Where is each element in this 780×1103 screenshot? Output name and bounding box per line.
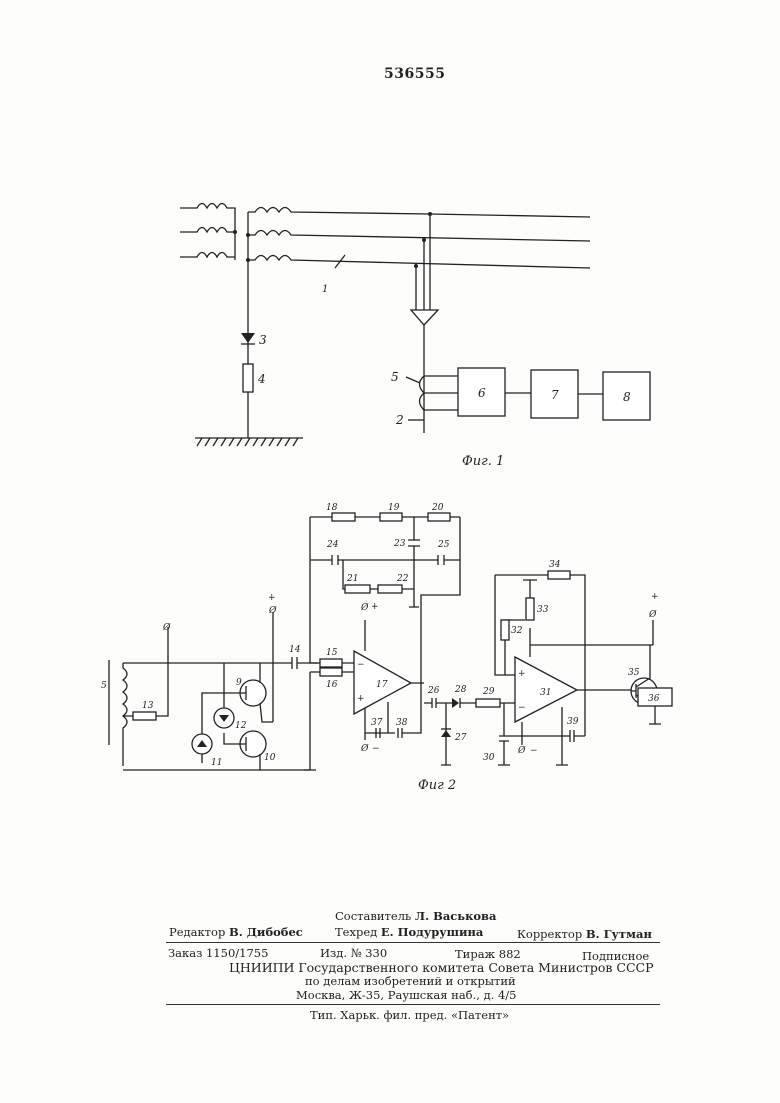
component-label: 5 bbox=[101, 681, 107, 691]
component-label: 14 bbox=[289, 645, 301, 655]
circuit-element bbox=[649, 706, 661, 724]
org-line-3: Москва, Ж-35, Раушская наб., д. 4/5 bbox=[296, 988, 516, 1002]
coil-5 bbox=[123, 663, 127, 766]
circuit-element bbox=[345, 585, 370, 593]
component-label: Ø bbox=[162, 622, 171, 633]
component-label: − bbox=[530, 746, 538, 756]
printer-line: Тип. Харьк. фил. пред. «Патент» bbox=[310, 1008, 509, 1022]
component-label: 11 bbox=[211, 758, 222, 768]
edition-number: Изд. № 330 bbox=[320, 946, 387, 960]
component-label: 12 bbox=[235, 721, 247, 731]
circuit-element bbox=[526, 598, 534, 620]
compiler-line: Составитель Л. Васькова bbox=[335, 909, 497, 923]
figure-2-caption: Фиг 2 bbox=[418, 778, 456, 793]
component-label: 30 bbox=[483, 753, 495, 763]
component-label: + bbox=[357, 694, 365, 704]
divider bbox=[166, 1004, 660, 1005]
component-label: Ø bbox=[360, 602, 369, 613]
editor-line: Редактор В. Дибобес bbox=[169, 925, 303, 939]
component-label: 20 bbox=[431, 503, 444, 513]
component-label: 23 bbox=[393, 539, 406, 549]
component-label: 37 bbox=[371, 718, 383, 728]
component-label: 31 bbox=[540, 688, 551, 698]
component-label: + bbox=[518, 669, 526, 679]
component-label: 28 bbox=[454, 685, 467, 695]
component-label: 21 bbox=[346, 574, 358, 584]
component-label: 24 bbox=[326, 540, 339, 550]
component-label: 39 bbox=[567, 717, 579, 727]
techred-line: Техред Е. Подурушина bbox=[335, 925, 483, 939]
component-label: Ø bbox=[360, 743, 369, 754]
circuit-element bbox=[498, 703, 585, 765]
component-label: 13 bbox=[142, 701, 154, 711]
divider bbox=[166, 942, 660, 943]
component-label: 26 bbox=[427, 686, 440, 696]
component-label: + bbox=[651, 592, 659, 602]
component-label: 18 bbox=[326, 503, 338, 513]
component-label: Ø bbox=[517, 745, 526, 756]
component-label: Ø bbox=[648, 609, 657, 620]
component-label: 32 bbox=[511, 626, 523, 636]
circuit-element bbox=[378, 585, 402, 593]
component-label: 34 bbox=[549, 560, 561, 570]
component-label: 10 bbox=[264, 753, 276, 763]
component-label: 35 bbox=[628, 668, 640, 678]
corrector-line: Корректор В. Гутман bbox=[517, 927, 652, 941]
component-label: 36 bbox=[648, 694, 660, 704]
circuit-element bbox=[501, 620, 509, 640]
circuit-element: 5 13 Ø 9 10 + Ø 11 12 14 bbox=[101, 503, 672, 793]
circulation: Тираж 882 bbox=[455, 947, 521, 961]
org-line-1: ЦНИИПИ Государственного комитета Совета … bbox=[229, 960, 654, 975]
circuit-element bbox=[428, 513, 450, 521]
circuit-element bbox=[476, 699, 500, 707]
circuit-element bbox=[320, 659, 342, 667]
order-number: Заказ 1150/1755 bbox=[168, 946, 268, 960]
circuit-element bbox=[320, 668, 342, 676]
circuit-element bbox=[548, 571, 570, 579]
component-label: 29 bbox=[482, 687, 495, 697]
component-label: 27 bbox=[454, 733, 467, 743]
component-label: 25 bbox=[437, 540, 450, 550]
circuit-element bbox=[156, 627, 168, 716]
component-label: 22 bbox=[396, 574, 409, 584]
resistor-13 bbox=[133, 712, 156, 720]
component-label: − bbox=[372, 744, 380, 754]
component-label: 9 bbox=[236, 678, 242, 688]
circuit-element bbox=[452, 698, 459, 708]
component-label: 19 bbox=[388, 503, 400, 513]
circuit-element bbox=[332, 513, 355, 521]
component-label: 17 bbox=[376, 680, 388, 690]
component-label: − bbox=[357, 660, 365, 670]
component-label: Ø bbox=[268, 605, 277, 616]
org-line-2: по делам изобретений и открытий bbox=[305, 974, 516, 988]
component-label: 16 bbox=[326, 680, 338, 690]
component-label: + bbox=[268, 593, 276, 603]
circuit-element bbox=[441, 730, 451, 737]
component-label: − bbox=[518, 703, 526, 713]
component-label: 38 bbox=[396, 718, 408, 728]
component-label: + bbox=[371, 602, 379, 612]
component-label: 15 bbox=[326, 648, 338, 658]
circuit-element bbox=[380, 513, 402, 521]
component-label: 33 bbox=[537, 605, 549, 615]
circuit-element bbox=[342, 663, 354, 672]
circuit-element bbox=[304, 517, 320, 770]
circuit-element bbox=[424, 698, 476, 708]
